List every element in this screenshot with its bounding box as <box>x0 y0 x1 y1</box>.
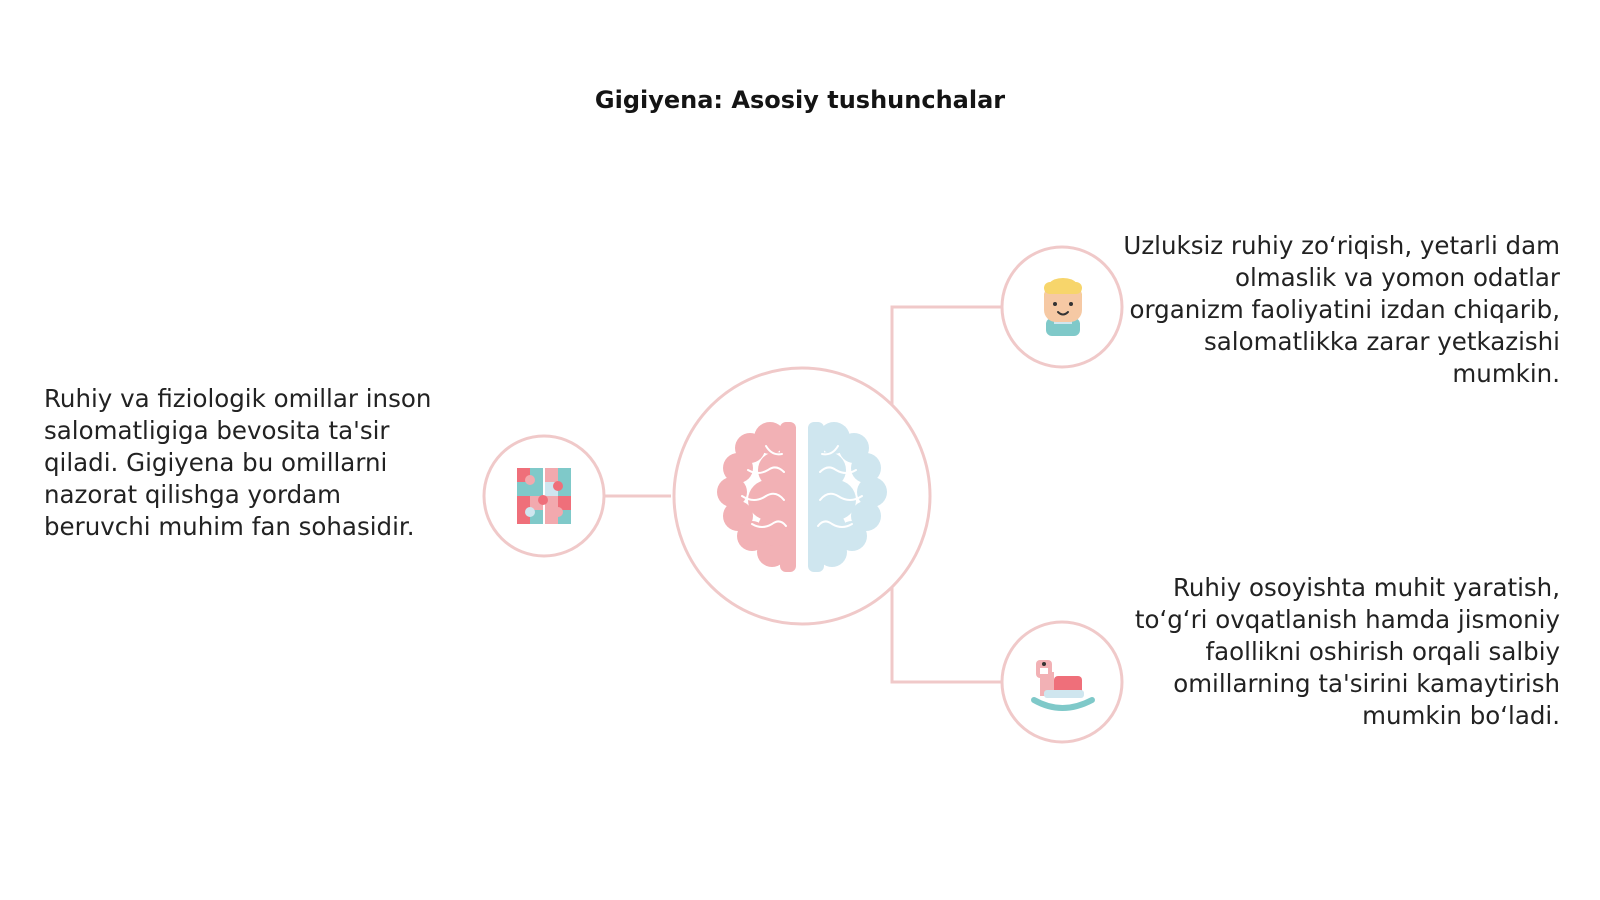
left-node <box>482 434 606 558</box>
right-bottom-description: Ruhiy osoyishta muhit yaratish, to‘g‘ri … <box>1134 573 1560 730</box>
connector-right-top <box>890 305 1002 404</box>
puzzle-pieces-icon <box>517 468 571 524</box>
right-top-node <box>1000 245 1124 369</box>
right-bottom-node <box>1000 620 1124 744</box>
left-description: Ruhiy va fiziologik omillar inson saloma… <box>44 384 432 541</box>
brain-icon <box>717 420 887 574</box>
rocking-horse-icon <box>1031 660 1095 711</box>
connector-right-bottom <box>890 588 1002 684</box>
right-top-description: Uzluksiz ruhiy zo‘riqish, yetarli dam ol… <box>1123 231 1560 388</box>
tired-person-icon <box>1044 278 1082 336</box>
connector-lines <box>602 305 1002 684</box>
page-title: Gigiyena: Asosiy tushunchalar <box>594 86 1006 114</box>
center-node <box>672 366 932 626</box>
